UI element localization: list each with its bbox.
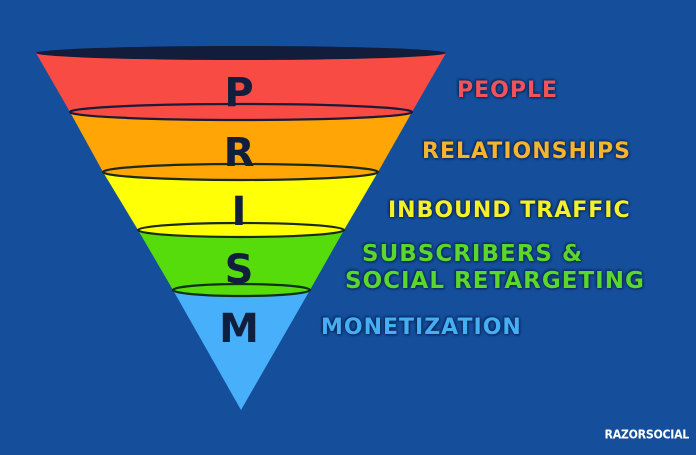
funnel-band-monetization	[173, 290, 310, 410]
label-relationships: RELATIONSHIPS	[422, 139, 632, 164]
letter-m: M	[219, 306, 259, 352]
funnel-band-inbound	[103, 172, 378, 230]
funnel-band-people	[36, 53, 446, 112]
razorsocial-watermark: RAZORSOCIAL	[604, 427, 690, 442]
label-social-retargeting: SOCIAL RETARGETING	[345, 268, 645, 294]
letter-s: S	[224, 247, 254, 293]
funnel-top-opening	[36, 46, 446, 60]
label-inbound-traffic: INBOUND TRAFFIC	[388, 198, 631, 223]
label-people: PEOPLE	[457, 78, 559, 103]
funnel-band-subscribers	[138, 230, 344, 290]
letter-r: R	[223, 130, 255, 176]
letter-p: P	[224, 70, 254, 116]
funnel-band-relationships	[70, 112, 412, 172]
label-subscribers: SUBSCRIBERS &	[362, 241, 584, 267]
label-monetization: MONETIZATION	[321, 315, 522, 340]
letter-i: I	[231, 189, 247, 235]
